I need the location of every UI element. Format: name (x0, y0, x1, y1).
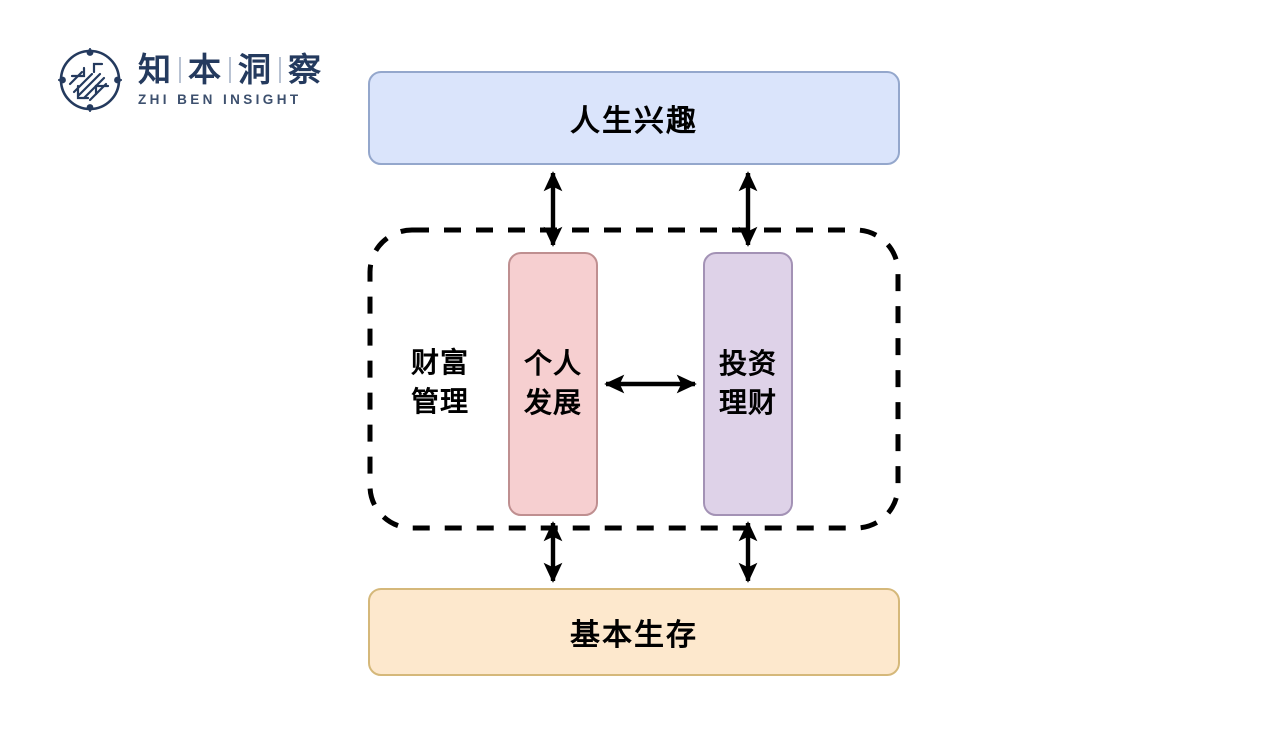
node-personal-development[interactable]: 个人 发展 (508, 252, 598, 516)
brand-char-3: 洞 (238, 50, 272, 88)
node-investment-finance-label-line-1: 投资 (718, 348, 777, 380)
node-personal-development-label-line-2: 发展 (523, 387, 582, 418)
node-personal-development-label-line-1: 个人 (523, 348, 582, 380)
node-investment-finance[interactable]: 投资 理财 (703, 252, 793, 516)
brand-logo: 知 本 洞 察 ZHI BEN INSIGHT (56, 46, 322, 114)
brand-char-separator (179, 56, 181, 83)
brand-char-4: 察 (288, 50, 322, 88)
node-life-interest-label: 人生兴趣 (570, 105, 698, 138)
brand-char-separator (279, 56, 281, 83)
brand-char-2: 本 (188, 50, 222, 88)
node-investment-finance-label-line-2: 理财 (718, 387, 777, 418)
wealth-management-label-line-2: 管理 (410, 385, 469, 417)
node-investment-finance-label: 投资 理财 (719, 345, 777, 422)
node-personal-development-label: 个人 发展 (524, 345, 582, 422)
brand-char-separator (229, 56, 231, 83)
node-basic-survival-label: 基本生存 (570, 619, 698, 652)
wealth-management-label: 财富 管理 (398, 344, 482, 421)
wealth-management-label-line-1: 财富 (410, 347, 469, 378)
wealth-management-group-boundary (367, 227, 901, 531)
brand-text: 知 本 洞 察 ZHI BEN INSIGHT (138, 50, 322, 108)
circular-circuit-emblem-icon (56, 46, 124, 114)
node-life-interest[interactable]: 人生兴趣 (368, 71, 900, 165)
node-basic-survival[interactable]: 基本生存 (368, 588, 900, 676)
brand-char-1: 知 (138, 50, 172, 88)
brand-name-cn: 知 本 洞 察 (138, 50, 322, 88)
brand-name-en: ZHI BEN INSIGHT (138, 92, 302, 108)
